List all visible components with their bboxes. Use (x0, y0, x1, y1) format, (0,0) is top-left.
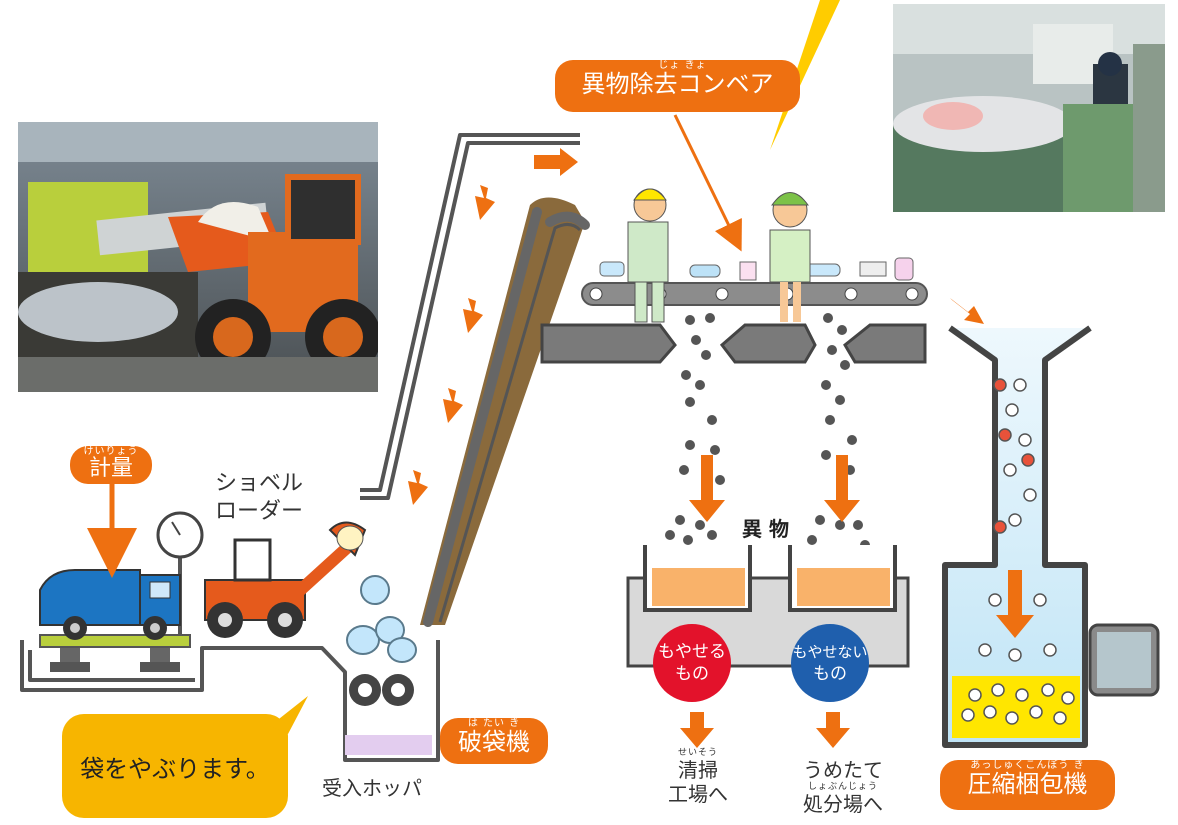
cleaning-plant-destination: せいそう 清掃 工場へ (650, 748, 746, 806)
burnable-line-2: もの (675, 664, 709, 684)
shovel-loader-line-2: ローダー (215, 499, 304, 524)
weighing-text: 計量 (88, 456, 133, 481)
conveyor-ruby: じょ きょ (658, 60, 707, 71)
weighing-label: けいりょう 計量 (70, 446, 152, 484)
ground-outline (20, 133, 580, 762)
garbage-bags (346, 575, 417, 663)
baler-text: 圧縮梱包機 (967, 770, 1088, 798)
burnable-badge: もやせる もの (653, 624, 731, 702)
conveyor-text: 異物除去コンベア (581, 70, 774, 98)
foreign-matter-label: 異 物 (742, 517, 789, 541)
inclined-conveyor (420, 197, 590, 627)
compression-baler (942, 325, 1160, 748)
photo-pointer (770, 0, 840, 150)
non-burnable-line-2: もの (813, 664, 847, 684)
falling-particles (665, 313, 870, 550)
speech-bubble-tail (270, 696, 308, 734)
landfill-ruby: しょぶんじょう (807, 782, 878, 792)
burnable-line-1: もやせる (658, 642, 726, 662)
non-burnable-line-1: もやせない (792, 643, 868, 661)
shovel-loader-label: ショベル ローダー (215, 470, 303, 526)
landfill-line-1: うめたて (803, 758, 883, 782)
bag-breaker-label: は たい き 破袋機 (440, 718, 548, 764)
worker-man (627, 188, 669, 323)
baler-ruby: あっしゅくこんぽう き (970, 760, 1085, 771)
bag-breaker-text: 破袋機 (458, 728, 530, 756)
bag-breaker-ruby: は たい き (467, 718, 521, 729)
baler-label: あっしゅくこんぽう き 圧縮梱包機 (940, 760, 1115, 810)
non-burnable-badge: もやせない もの (791, 624, 869, 702)
landfill-line-2: 処分場へ (803, 792, 883, 816)
shovel-loader-photo (18, 122, 378, 392)
shovel-loader-line-1: ショベル (215, 471, 304, 496)
garbage-truck (39, 569, 181, 640)
weighing-ruby: けいりょう (83, 446, 139, 457)
hopper-label: 受入ホッパ (322, 776, 422, 800)
landfill-destination: うめたて しょぶんじょう 処分場へ (788, 758, 898, 816)
cleaning-ruby: せいそう (677, 748, 718, 758)
sorting-line-photo (893, 4, 1165, 212)
chute-blocks (540, 323, 927, 364)
shovel-loader (204, 521, 367, 638)
conveyor-label: じょ きょ 異物除去コンベア (555, 60, 800, 112)
cleaning-line-1: 清掃 (678, 758, 718, 782)
drop-arrows (689, 455, 860, 522)
receiving-hopper (345, 674, 432, 755)
flow-arrows (408, 114, 984, 505)
speech-bubble: 袋をやぶります。 (62, 714, 288, 818)
worker-woman (769, 192, 811, 322)
cleaning-line-2: 工場へ (668, 782, 728, 806)
destination-arrows (680, 712, 850, 748)
